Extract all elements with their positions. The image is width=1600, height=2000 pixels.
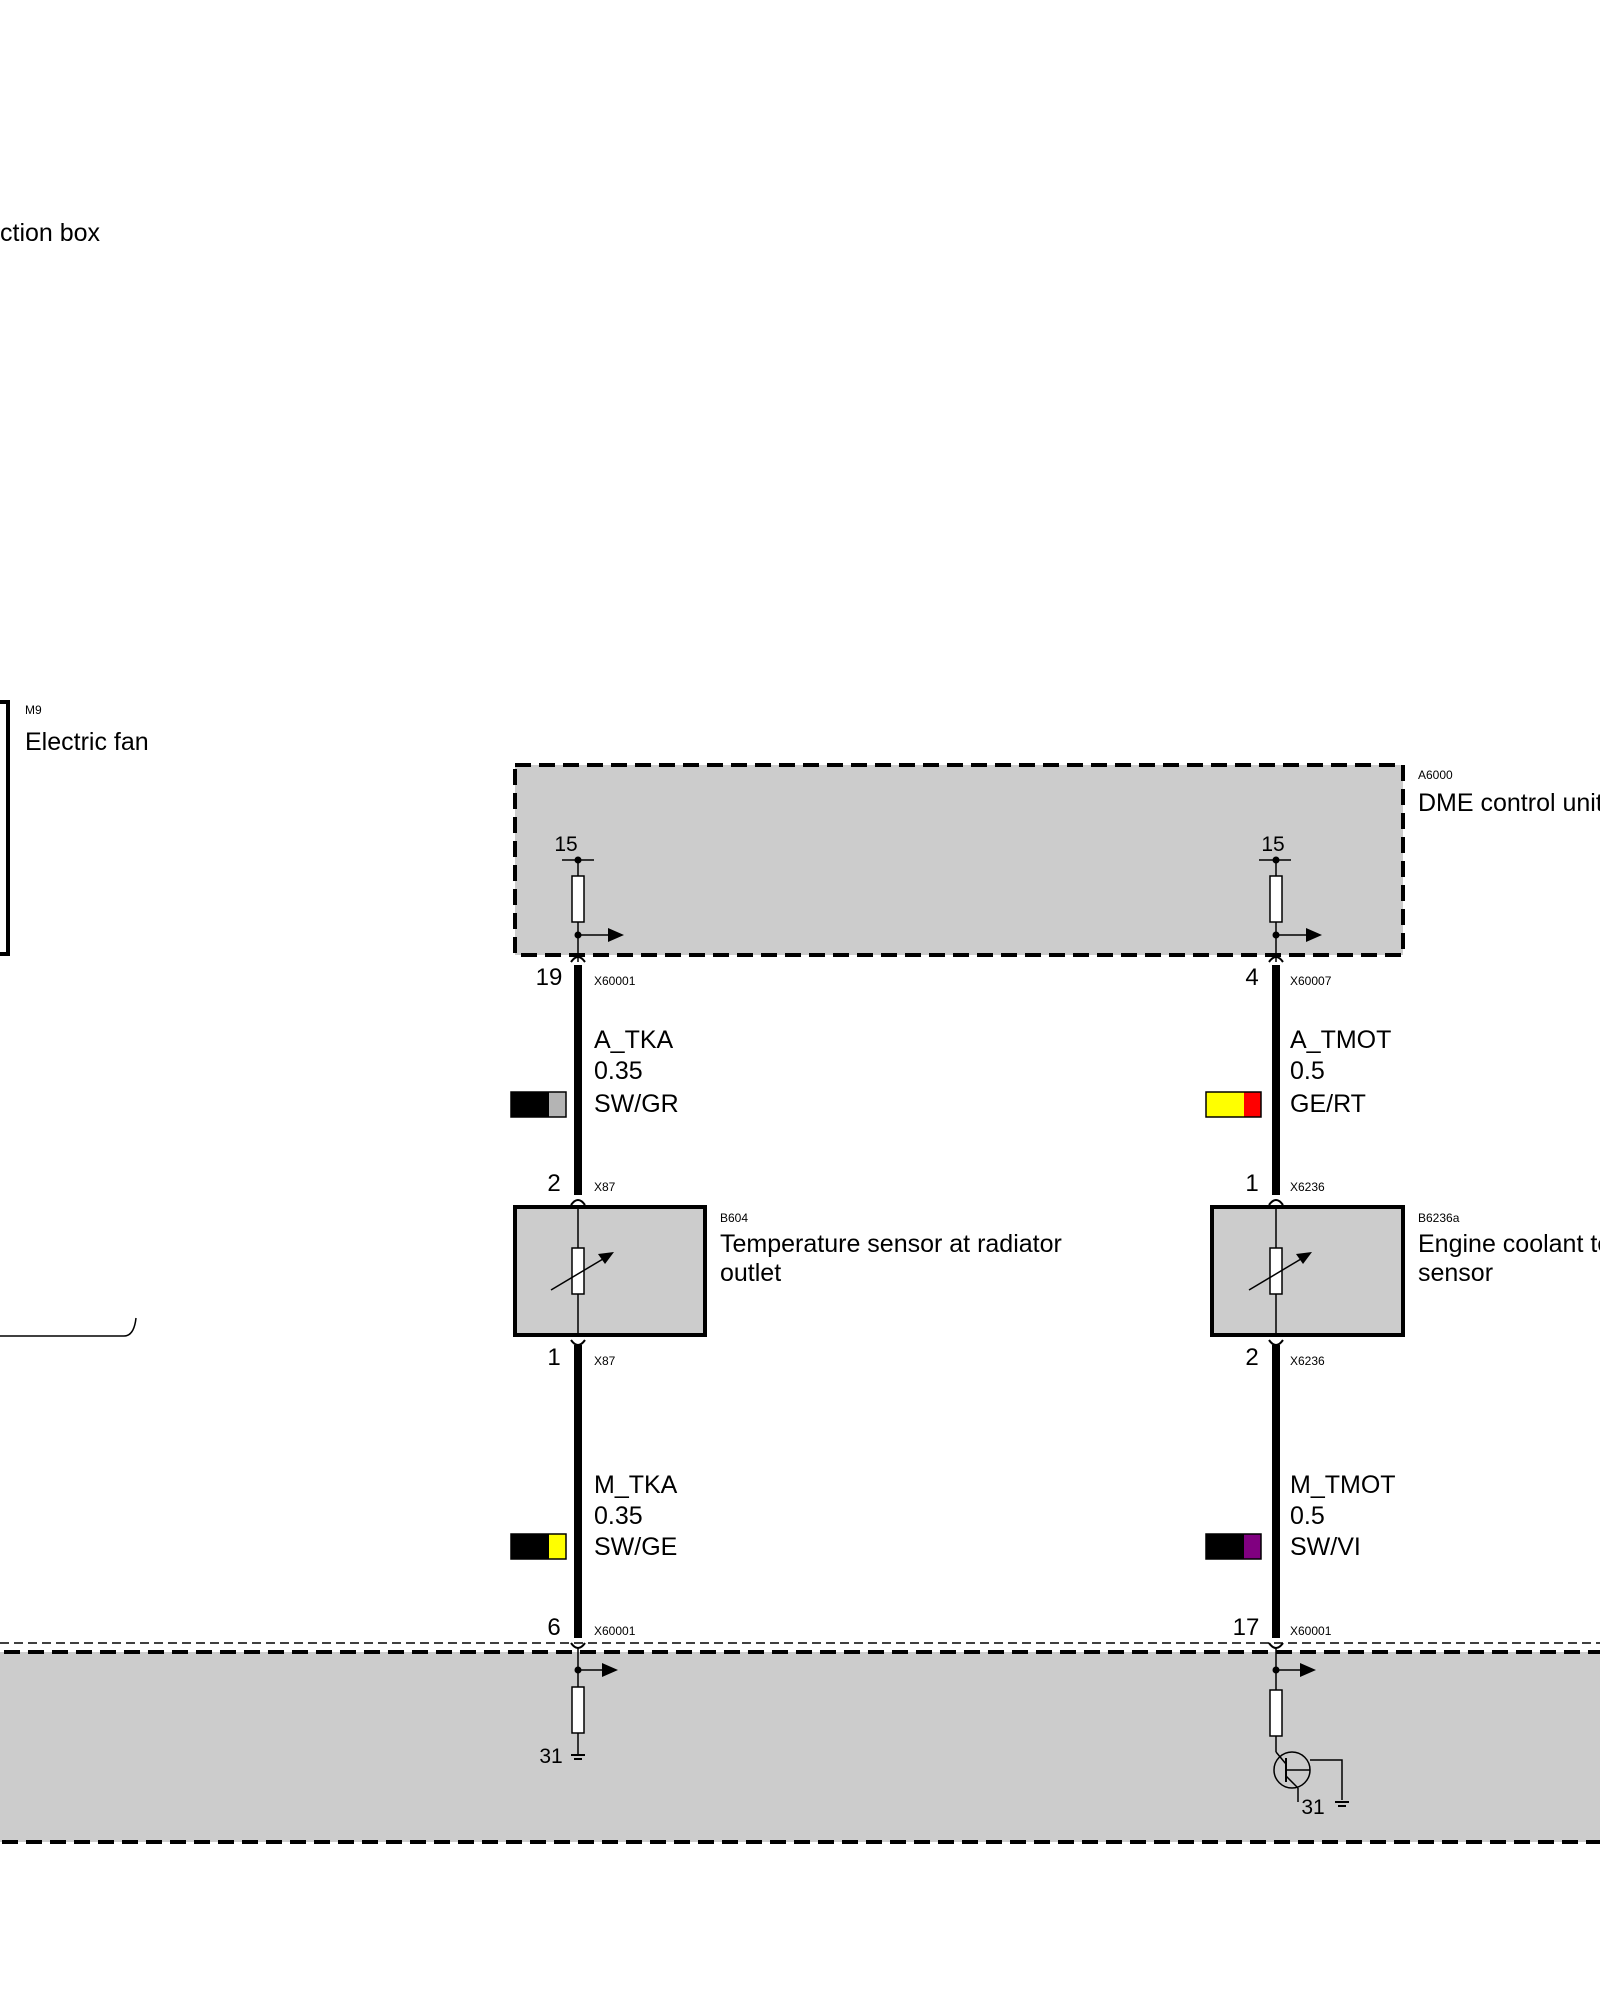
- sensor-b6236a-box: [1210, 1205, 1405, 1337]
- variable-arrow-left: [550, 1255, 609, 1291]
- transistor-collector: [1275, 1751, 1287, 1765]
- electric-fan-component[interactable]: M9 Electric fan: [0, 700, 149, 956]
- electric-fan-code: M9: [25, 703, 42, 717]
- connector-symbol: [1268, 956, 1284, 963]
- connector-x87-bottom: X87: [594, 1354, 616, 1368]
- sensor-b604[interactable]: B604 Temperature sensor at radiator outl…: [513, 1205, 1062, 1337]
- swatch-gr: [549, 1092, 566, 1117]
- arrow-head-icon: [1306, 928, 1322, 942]
- dme-box: [513, 763, 1405, 957]
- sensor-b6236a-name-line2: sensor: [1418, 1259, 1493, 1287]
- swatch-outline: [1205, 1533, 1262, 1560]
- connector-x60001-bottom: X60001: [594, 1624, 636, 1638]
- circuit-radiator-outlet-sensor: 15 19 X60001 A_TKA 0.35 SW/GR 2 X87: [510, 833, 1062, 1768]
- signal-a-tmot: A_TMOT: [1290, 1026, 1391, 1054]
- swatch-outline: [510, 1091, 567, 1118]
- swatch-outline: [510, 1533, 567, 1560]
- dme-code: A6000: [1418, 768, 1453, 782]
- transistor-emitter: [1285, 1775, 1299, 1789]
- connector-symbol: [1268, 1339, 1284, 1346]
- connector-symbol: [1268, 1199, 1284, 1206]
- sensor-b6236a-name-line1: Engine coolant te: [1418, 1230, 1600, 1258]
- dme-control-unit[interactable]: A6000 DME control unit: [513, 763, 1600, 957]
- colors-a-tka: SW/GR: [594, 1090, 679, 1118]
- pin-1-right: 1: [1245, 1170, 1258, 1197]
- pin-1-left: 1: [547, 1344, 560, 1371]
- signal-m-tka: M_TKA: [594, 1471, 678, 1499]
- swatch-sw: [1206, 1534, 1244, 1559]
- pin-17: 17: [1233, 1614, 1260, 1641]
- wire-color-swatch-sw-gr: [510, 1091, 567, 1118]
- sensor-b604-code: B604: [720, 1211, 748, 1225]
- connector-symbol: [570, 956, 586, 963]
- terminal-31-right: 31: [1301, 1796, 1324, 1819]
- pulldown-resistor-left: [571, 1686, 585, 1734]
- electric-fan-box: [0, 700, 10, 956]
- colors-m-tka: SW/GE: [594, 1533, 677, 1561]
- terminal-31-left: 31: [539, 1745, 562, 1768]
- pin-19: 19: [536, 964, 563, 991]
- pullup-resistor-right: [1269, 875, 1283, 923]
- variable-arrow-head-icon: [1296, 1252, 1312, 1264]
- connector-x87-top: X87: [594, 1180, 616, 1194]
- connector-x60001-top: X60001: [594, 974, 636, 988]
- signal-a-tka: A_TKA: [594, 1026, 674, 1054]
- swatch-vi: [1244, 1534, 1261, 1559]
- variable-arrow-right: [1248, 1255, 1307, 1291]
- sensor-b604-name-line1: Temperature sensor at radiator: [720, 1230, 1062, 1258]
- gauge-m-tka: 0.35: [594, 1502, 643, 1530]
- wire-color-swatch-sw-vi: [1205, 1533, 1262, 1560]
- arrow-head-icon: [602, 1663, 618, 1677]
- arrow-head-icon: [1300, 1663, 1316, 1677]
- pullup-resistor-left: [571, 875, 585, 923]
- gauge-m-tmot: 0.5: [1290, 1502, 1325, 1530]
- dme-lower-box: [0, 1650, 1600, 1844]
- transistor-ground-wire: [1310, 1759, 1343, 1800]
- pin-6: 6: [547, 1614, 560, 1641]
- terminal-15-left: 15: [554, 833, 577, 856]
- wire-color-swatch-sw-ge: [510, 1533, 567, 1560]
- swatch-rt: [1244, 1092, 1261, 1117]
- sensor-b6236a-code: B6236a: [1418, 1211, 1460, 1225]
- connector-x6236-top: X6236: [1290, 1180, 1325, 1194]
- variable-arrow-head-icon: [598, 1252, 614, 1264]
- gauge-a-tka: 0.35: [594, 1057, 643, 1085]
- colors-m-tmot: SW/VI: [1290, 1533, 1361, 1561]
- colors-a-tmot: GE/RT: [1290, 1090, 1366, 1118]
- sensor-b604-box: [513, 1205, 707, 1337]
- terminal-15-right: 15: [1261, 833, 1284, 856]
- sensor-b6236a[interactable]: B6236a Engine coolant te sensor: [1210, 1205, 1600, 1337]
- circuit-engine-coolant-sensor: 15 4 X60007 A_TMOT 0.5 GE/RT 1 X6236: [1205, 833, 1600, 1819]
- electric-fan-name: Electric fan: [25, 728, 149, 756]
- swatch-ge: [549, 1534, 566, 1559]
- wire-color-swatch-ge-rt: [1205, 1091, 1262, 1118]
- connector-x6236-bottom: X6236: [1290, 1354, 1325, 1368]
- swatch-outline: [1205, 1091, 1262, 1118]
- pin-2-right: 2: [1245, 1344, 1258, 1371]
- connector-symbol: [570, 1339, 586, 1346]
- junction-box-label: ction box: [0, 219, 101, 247]
- swatch-ge: [1206, 1092, 1244, 1117]
- connector-x60001-right: X60001: [1290, 1624, 1332, 1638]
- partial-wire-curve: [0, 1317, 137, 1337]
- transistor-icon: [1273, 1751, 1343, 1802]
- pin-2-left: 2: [547, 1170, 560, 1197]
- swatch-sw: [511, 1534, 549, 1559]
- connector-x60007: X60007: [1290, 974, 1332, 988]
- series-resistor-right: [1269, 1689, 1283, 1737]
- arrow-head-icon: [608, 928, 624, 942]
- connector-symbol: [570, 1199, 586, 1206]
- sensor-b604-name-line2: outlet: [720, 1259, 781, 1287]
- pin-4: 4: [1245, 964, 1258, 991]
- dme-name: DME control unit: [1418, 789, 1600, 817]
- swatch-sw: [511, 1092, 549, 1117]
- signal-m-tmot: M_TMOT: [1290, 1471, 1396, 1499]
- dme-lower-section: [0, 1642, 1600, 1844]
- gauge-a-tmot: 0.5: [1290, 1057, 1325, 1085]
